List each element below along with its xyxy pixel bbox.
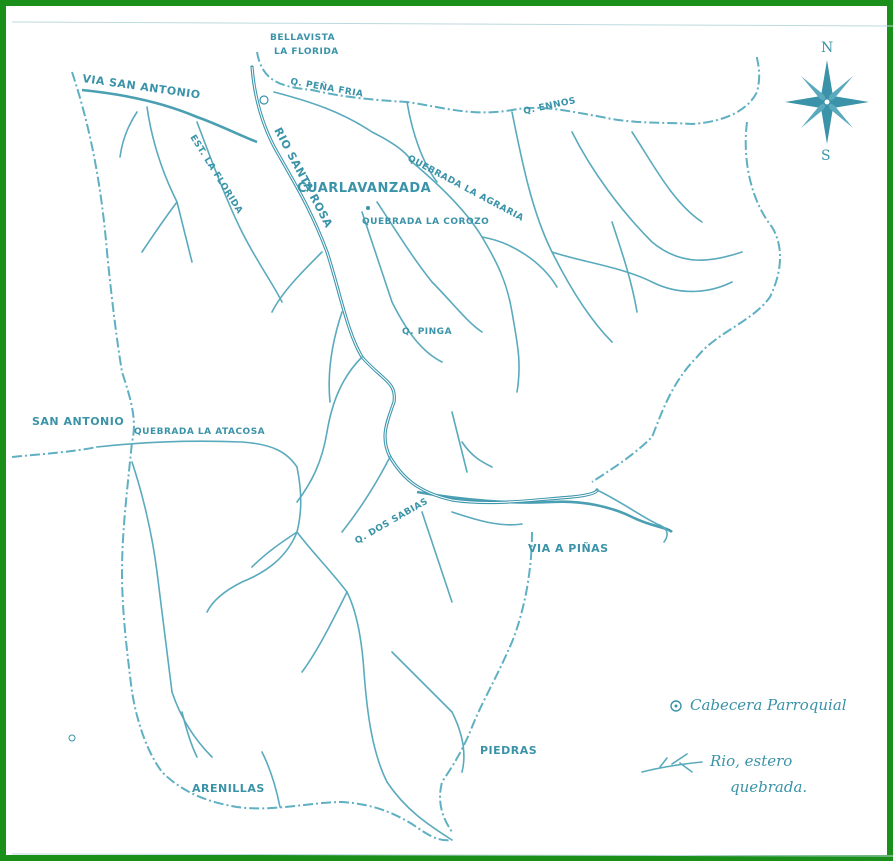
label-q-pinga: Q. PINGA: [402, 327, 452, 337]
label-q-pena-fria: Q. PEÑA FRIA: [289, 76, 364, 100]
parish-boundary: [12, 51, 782, 842]
label-quebrada-la-atacosa: QUEBRADA LA ATACOSA: [134, 427, 265, 437]
label-cuarlavanzada: CUARLAVANZADA: [297, 181, 431, 196]
legend: Cabecera Parroquial Rio, estero quebrada…: [641, 696, 847, 796]
legend-river-icon: [641, 753, 703, 773]
bottom-rule: [12, 853, 893, 857]
label-san-antonio: SAN ANTONIO: [32, 415, 124, 428]
tributaries: [96, 91, 743, 841]
label-est-la-florida: EST. LA FLORIDA: [187, 133, 244, 216]
label-via-san-antonio: VIA SAN ANTONIO: [82, 72, 202, 101]
label-rio-santa-rosa: RIO SANTA ROSA: [271, 125, 335, 230]
stray-marker: [68, 734, 76, 742]
parish-head-marker: [259, 95, 269, 105]
corozo-marker: [366, 206, 370, 210]
top-rule: [12, 21, 893, 27]
legend-rio-line2: quebrada.: [730, 778, 807, 796]
rio-santa-rosa-inner: [251, 66, 598, 504]
label-arenillas: ARENILLAS: [192, 782, 265, 795]
road-via-san-antonio: [81, 88, 258, 144]
compass-rose-icon: [785, 60, 869, 144]
rio-santa-rosa-line: [250, 65, 599, 505]
legend-cabecera-label: Cabecera Parroquial: [690, 696, 847, 714]
label-bellavista: BELLAVISTA: [270, 33, 335, 43]
label-via-a-pinas: VIA A PIÑAS: [528, 542, 609, 555]
label-la-florida: LA FLORIDA: [274, 47, 339, 57]
label-piedras: PIEDRAS: [480, 744, 537, 757]
legend-rio-line1: Rio, estero: [709, 752, 792, 770]
compass-south: S: [821, 148, 831, 164]
river-map: N S VIA SAN ANTONIO BELLAVISTA LA FLORID…: [12, 21, 893, 857]
label-q-ennos: Q. ENNOS: [523, 96, 577, 117]
compass-north: N: [821, 40, 833, 56]
label-q-dos-sabias: Q. DOS SABIAS: [354, 497, 430, 547]
legend-cabecera-icon: [670, 700, 682, 712]
label-quebrada-la-corozo: QUEBRADA LA COROZO: [362, 217, 489, 227]
road-via-a-pinas: [416, 490, 673, 534]
